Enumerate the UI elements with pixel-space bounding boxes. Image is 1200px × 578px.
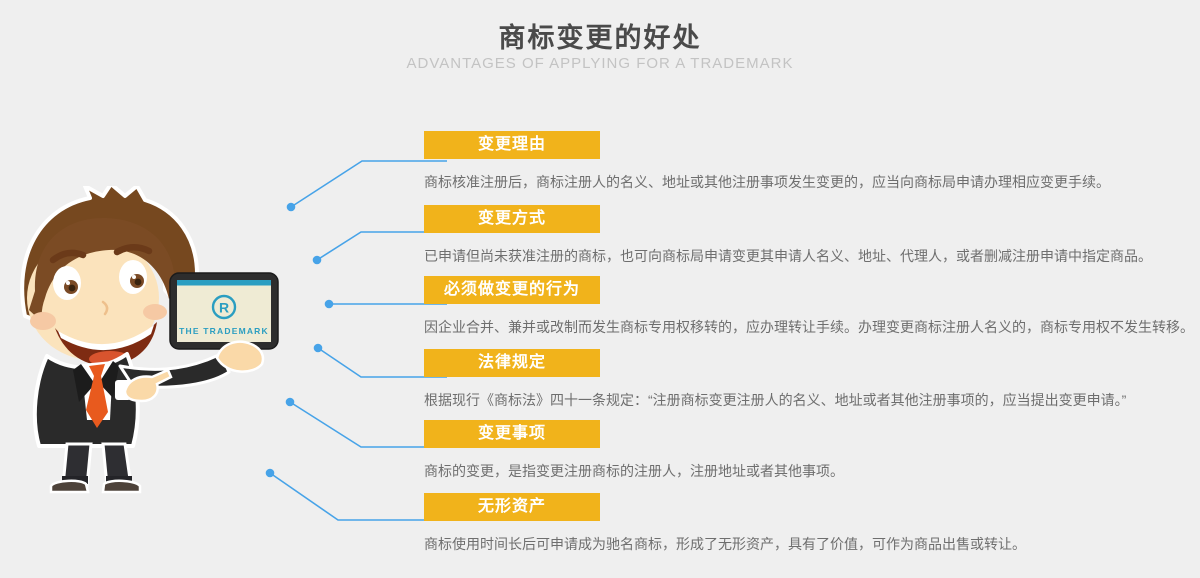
connector-dot: [312, 255, 322, 265]
section-button-5[interactable]: 变更事项: [424, 420, 600, 448]
mascot-hand-holding: [215, 340, 265, 373]
section-button-4[interactable]: 法律规定: [424, 349, 600, 377]
mascot-pupil: [134, 278, 142, 286]
mascot-eyebrow: [113, 244, 153, 256]
section-button-1[interactable]: 变更理由: [424, 131, 600, 159]
connector-line: [317, 347, 447, 378]
connector-dot: [313, 343, 323, 353]
connector-line: [290, 160, 447, 208]
mascot-nose: [101, 300, 109, 316]
section-description-5: 商标的变更，是指变更注册商标的注册人，注册地址或者其他事项。: [424, 463, 844, 479]
mascot-tie: [86, 364, 108, 428]
mascot-hand-pointing: [123, 368, 173, 403]
registered-trademark-icon: [211, 294, 237, 320]
mascot-mouth: [55, 322, 157, 366]
mascot-eyebrow: [49, 249, 87, 264]
registered-trademark-letter: R: [219, 300, 229, 316]
mascot-teeth: [58, 325, 154, 351]
page-subtitle: ADVANTAGES OF APPLYING FOR A TRADEMARK: [406, 55, 794, 72]
mascot-lapel: [73, 364, 95, 402]
connector-line: [269, 472, 447, 521]
mascot-eye-glint: [132, 275, 136, 279]
section-description-6: 商标使用时间长后可申请成为驰名商标，形成了无形资产，具有了价值，可作为商品出售或…: [424, 536, 1026, 552]
mascot-blush: [143, 304, 167, 320]
section-description-3: 因企业合并、兼并或改制而发生商标专用权移转的，应办理转让手续。办理变更商标注册人…: [424, 319, 1194, 335]
businessman-mascot: R THE TRADEMARK: [20, 186, 279, 494]
section-button-6[interactable]: 无形资产: [424, 493, 600, 521]
connector-dot: [286, 202, 296, 212]
connector-line: [289, 401, 447, 448]
section-button-3[interactable]: 必须做变更的行为: [424, 276, 600, 304]
tablet-topbar: [177, 280, 271, 286]
mascot-fringe: [29, 218, 175, 322]
connector-dot: [265, 468, 275, 478]
connector-dot: [285, 397, 295, 407]
mascot-blush: [30, 312, 56, 330]
tablet: R THE TRADEMARK: [169, 272, 279, 350]
page-title: 商标变更的好处: [498, 23, 702, 53]
section-description-1: 商标核准注册后，商标注册人的名义、地址或其他注册事项发生变更的，应当向商标局申请…: [424, 174, 1110, 190]
mascot-pupil: [68, 284, 76, 292]
mascot-shoe: [49, 479, 90, 494]
section-button-2[interactable]: 变更方式: [424, 205, 600, 233]
mascot-lapel: [99, 361, 119, 398]
tablet-screen: [177, 280, 271, 342]
mascot-eye-glint: [66, 281, 70, 285]
section-description-2: 已申请但尚未获准注册的商标，也可向商标局申请变更其申请人名义、地址、代理人，或者…: [424, 248, 1152, 264]
mascot-shoe: [101, 479, 142, 494]
connector-line: [316, 231, 447, 261]
tablet-label: THE TRADEMARK: [179, 326, 269, 336]
connector-dot: [324, 299, 334, 309]
section-description-4: 根据现行《商标法》四十一条规定：“注册商标变更注册人的名义、地址或者其他注册事项…: [424, 392, 1127, 408]
